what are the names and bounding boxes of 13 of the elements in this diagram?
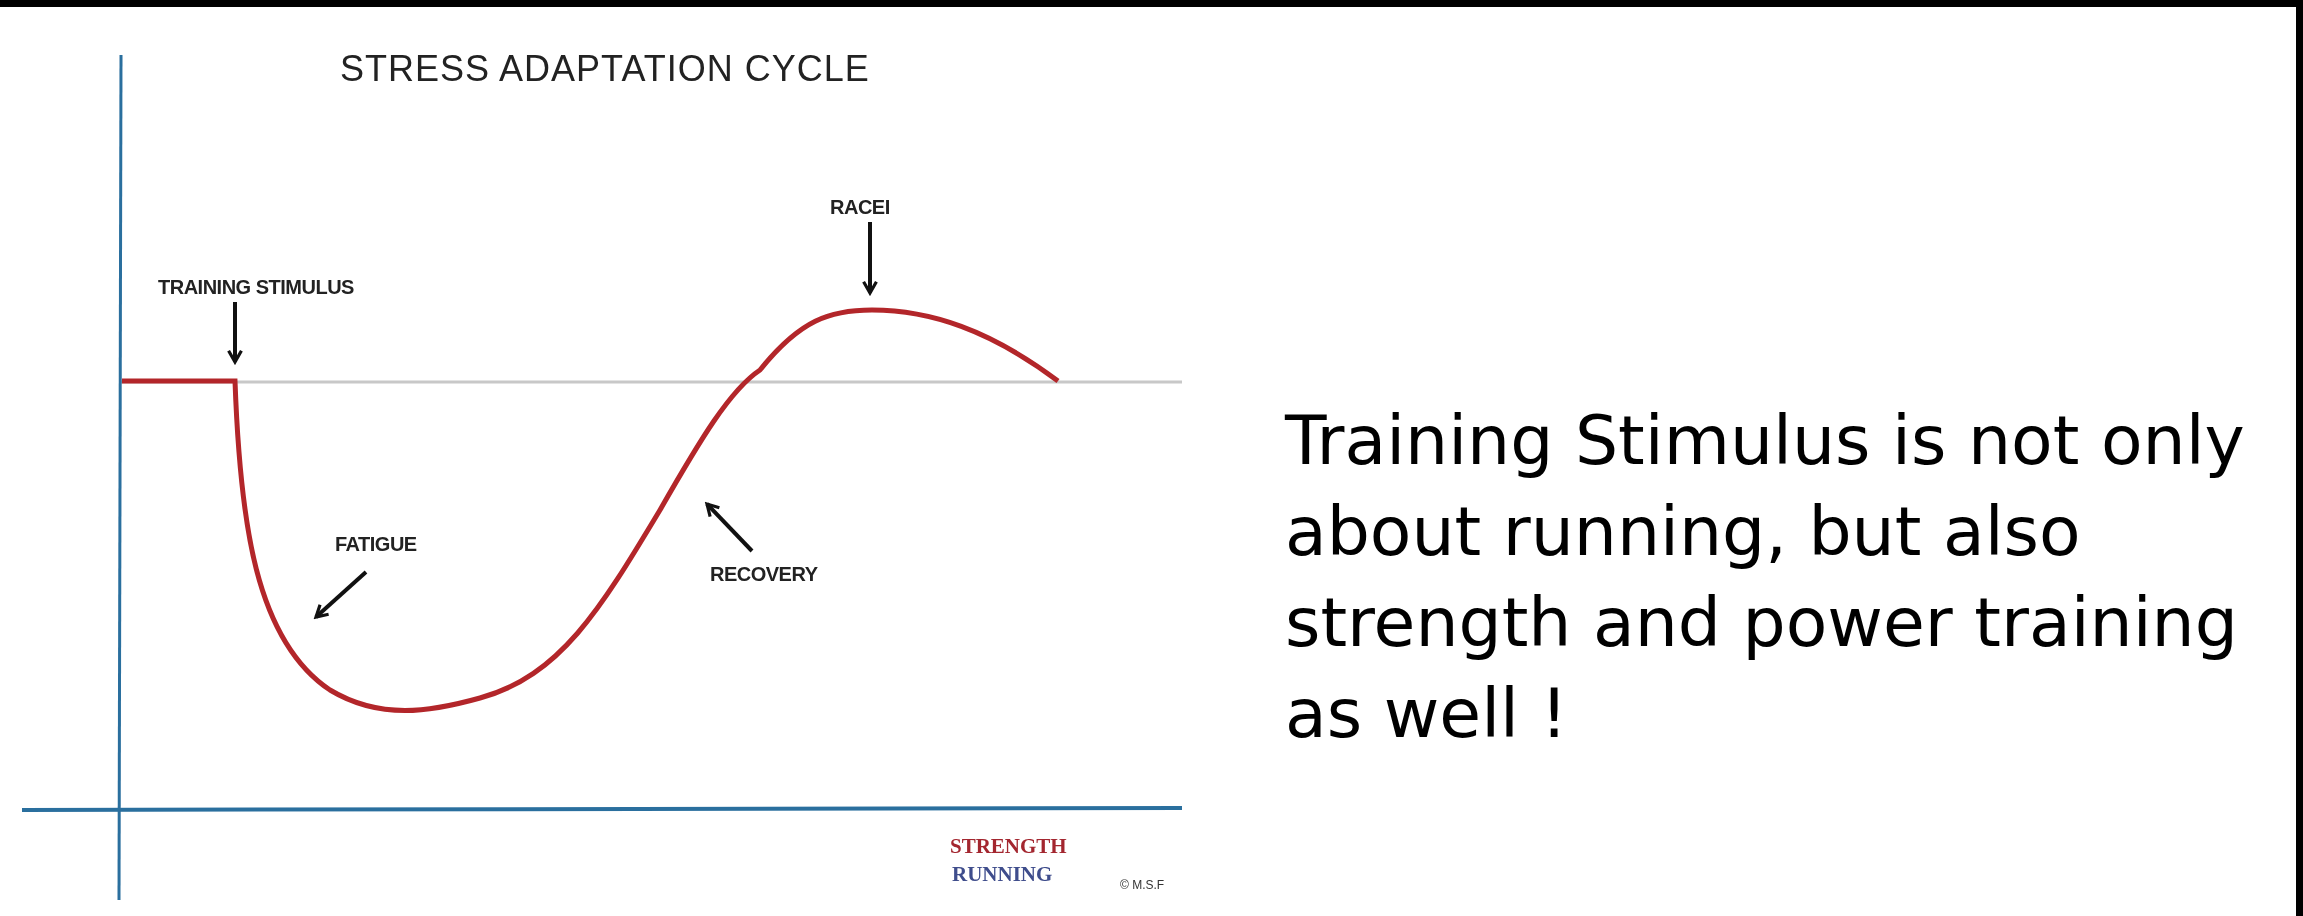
legend-text: RUNNING: [952, 862, 1053, 887]
leader-arrow: [862, 222, 878, 295]
note-text: Training Stimulus is not only about running, but also strength and power training as well !: [1285, 400, 2246, 755]
leader-arrow: [705, 502, 754, 553]
chart-title: STRESS ADAPTATION CYCLE: [340, 48, 870, 90]
callout-label: TRAINING STIMULUS: [158, 276, 354, 299]
legend-text: STRENGTH: [950, 834, 1067, 859]
copyright-note: © M.S.F: [1120, 878, 1165, 892]
leader-arrow: [314, 570, 368, 619]
callout-label: FATIGUE: [335, 533, 417, 556]
leader-arrow: [227, 302, 243, 364]
callout-label: RACEI: [830, 196, 890, 219]
callout-label: RECOVERY: [710, 563, 818, 586]
